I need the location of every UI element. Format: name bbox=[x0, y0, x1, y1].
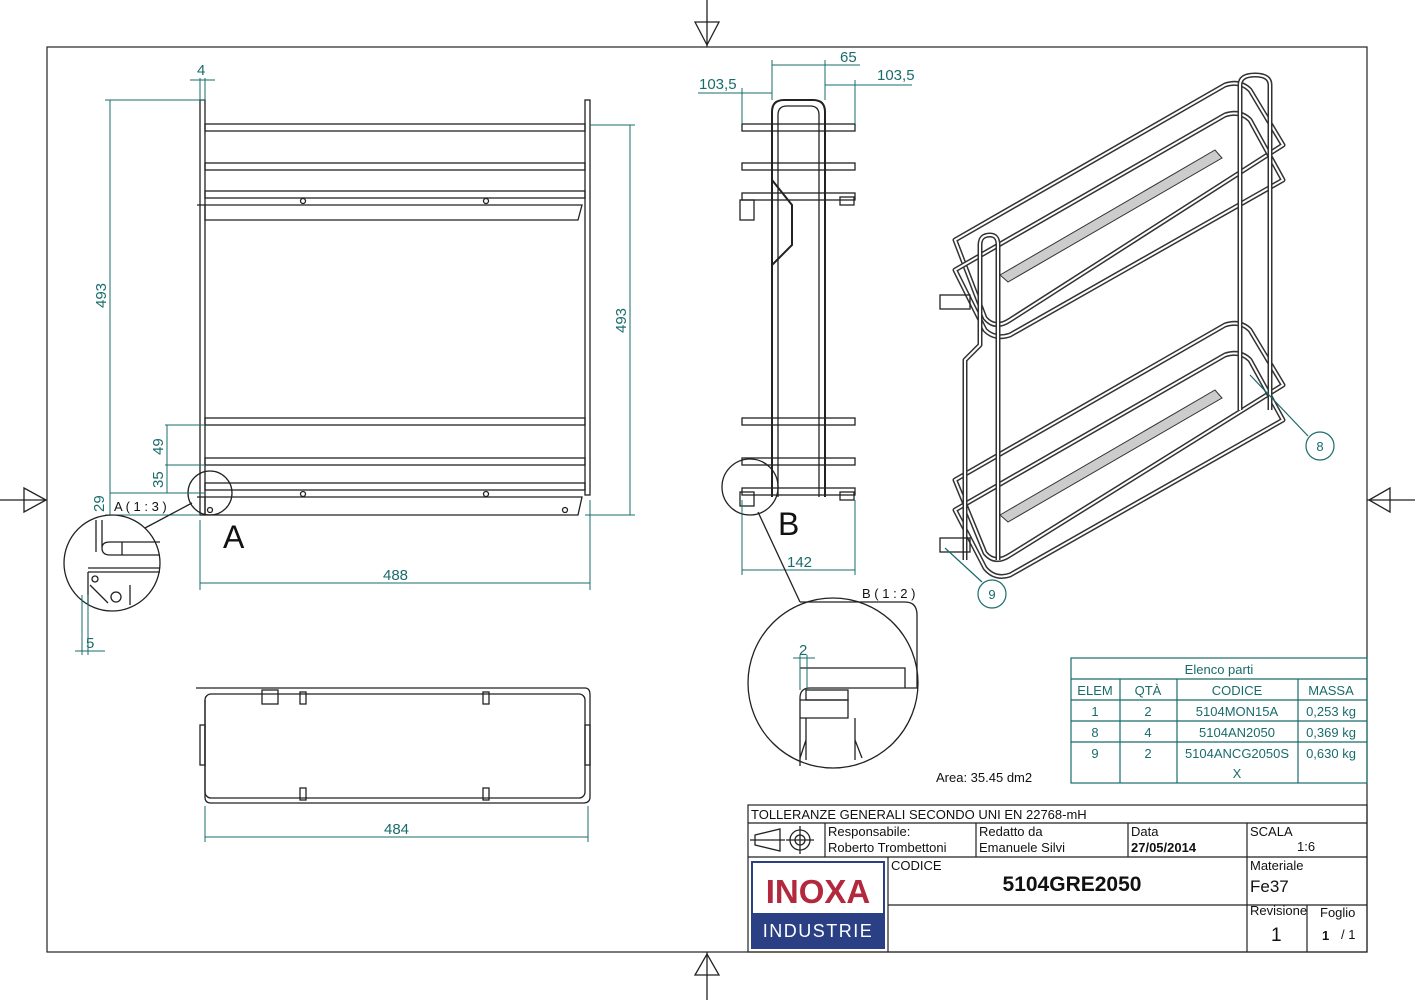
svg-text:5: 5 bbox=[86, 635, 94, 652]
uprights bbox=[939, 72, 1273, 560]
svg-text:35: 35 bbox=[150, 471, 167, 488]
svg-text:2: 2 bbox=[1144, 746, 1151, 761]
drawn-by: Emanuele Silvi bbox=[979, 840, 1065, 855]
svg-text:ELEM: ELEM bbox=[1077, 683, 1112, 698]
tolerances-note: TOLLERANZE GENERALI SECONDO UNI EN 22768… bbox=[751, 807, 1087, 822]
svg-text:142: 142 bbox=[787, 554, 812, 571]
sheet: 1 bbox=[1322, 928, 1329, 943]
svg-text:B ( 1 : 2 ): B ( 1 : 2 ) bbox=[862, 586, 915, 601]
svg-text:Foglio: Foglio bbox=[1320, 905, 1355, 920]
svg-text:4: 4 bbox=[1144, 725, 1151, 740]
svg-text:29: 29 bbox=[91, 495, 108, 512]
detail-a-label: A bbox=[223, 519, 245, 555]
revision: 1 bbox=[1271, 925, 1282, 946]
front-view-dimensions: 4 493 493 49 35 29 488 bbox=[91, 62, 635, 590]
svg-text:INDUSTRIE: INDUSTRIE bbox=[763, 921, 874, 941]
svg-text:Materiale: Materiale bbox=[1250, 858, 1303, 873]
drawing-code: 5104GRE2050 bbox=[1003, 873, 1142, 896]
responsible: Roberto Trombettoni bbox=[828, 840, 947, 855]
svg-text:INOXA: INOXA bbox=[766, 873, 871, 910]
detail-b-label: B bbox=[778, 506, 799, 542]
table-row: 8 4 5104AN2050 0,369 kg bbox=[1091, 725, 1356, 740]
lower-tray bbox=[952, 320, 1286, 579]
isometric-view: 8 9 bbox=[939, 72, 1335, 609]
upper-tray bbox=[952, 80, 1286, 340]
svg-text:493: 493 bbox=[93, 283, 110, 308]
svg-text:9: 9 bbox=[1091, 746, 1098, 761]
plan-view: 484 bbox=[196, 687, 591, 842]
svg-text:5104AN2050: 5104AN2050 bbox=[1199, 725, 1275, 740]
svg-text:493: 493 bbox=[613, 308, 630, 333]
svg-text:0,253 kg: 0,253 kg bbox=[1306, 704, 1356, 719]
svg-text:65: 65 bbox=[840, 49, 857, 66]
svg-text:488: 488 bbox=[383, 567, 408, 584]
parts-table: Elenco parti ELEM QTÀ CODICE MASSA 1 2 5… bbox=[1070, 657, 1368, 784]
svg-text:2: 2 bbox=[1144, 704, 1151, 719]
side-view-dimensions: 65 103,5 103,5 142 bbox=[698, 49, 915, 575]
side-view: B bbox=[721, 99, 856, 542]
scale: 1:6 bbox=[1297, 839, 1315, 854]
detail-b-circle bbox=[721, 458, 779, 516]
svg-text:103,5: 103,5 bbox=[877, 67, 915, 84]
svg-text:484: 484 bbox=[384, 821, 409, 838]
svg-text:1: 1 bbox=[1091, 704, 1098, 719]
inoxa-logo: INOXA INDUSTRIE bbox=[751, 861, 885, 949]
front-view: A bbox=[187, 99, 591, 555]
svg-text:CODICE: CODICE bbox=[1212, 683, 1263, 698]
svg-text:4: 4 bbox=[197, 62, 205, 79]
area-label: Area: 35.45 dm2 bbox=[936, 770, 1032, 785]
svg-text:103,5: 103,5 bbox=[699, 76, 737, 93]
svg-text:MASSA: MASSA bbox=[1308, 683, 1354, 698]
detail-b: B ( 1 : 2 ) 2 bbox=[747, 511, 919, 769]
svg-text:X: X bbox=[1233, 766, 1242, 781]
svg-text:5104ANCG2050S: 5104ANCG2050S bbox=[1185, 746, 1289, 761]
svg-text:8: 8 bbox=[1091, 725, 1098, 740]
svg-text:CODICE: CODICE bbox=[891, 858, 942, 873]
balloon-8: 8 bbox=[1249, 374, 1335, 461]
balloon-9: 9 bbox=[944, 547, 1007, 609]
svg-text:9: 9 bbox=[988, 587, 995, 602]
svg-text:49: 49 bbox=[150, 438, 167, 455]
svg-text:2: 2 bbox=[799, 642, 807, 659]
svg-text:5104MON15A: 5104MON15A bbox=[1196, 704, 1279, 719]
svg-text:A ( 1 : 3 ): A ( 1 : 3 ) bbox=[114, 499, 167, 514]
date: 27/05/2014 bbox=[1131, 840, 1197, 855]
svg-text:Redatto da: Redatto da bbox=[979, 824, 1043, 839]
svg-text:SCALA: SCALA bbox=[1250, 824, 1293, 839]
svg-text:Responsabile:: Responsabile: bbox=[828, 824, 910, 839]
svg-text:0,369 kg: 0,369 kg bbox=[1306, 725, 1356, 740]
table-row: 9 2 5104ANCG2050S X 0,630 kg bbox=[1091, 746, 1356, 781]
svg-text:Data: Data bbox=[1131, 824, 1159, 839]
detail-a: A ( 1 : 3 ) 5 bbox=[63, 499, 193, 655]
svg-text:0,630 kg: 0,630 kg bbox=[1306, 746, 1356, 761]
table-row: 1 2 5104MON15A 0,253 kg bbox=[1091, 704, 1356, 719]
svg-text:Revisione: Revisione bbox=[1250, 903, 1307, 918]
sheet-total: / 1 bbox=[1341, 927, 1355, 942]
svg-text:QTÀ: QTÀ bbox=[1135, 683, 1162, 698]
parts-table-title: Elenco parti bbox=[1185, 662, 1254, 677]
svg-text:8: 8 bbox=[1316, 439, 1323, 454]
material: Fe37 bbox=[1250, 877, 1289, 896]
title-block: TOLLERANZE GENERALI SECONDO UNI EN 22768… bbox=[747, 804, 1368, 953]
projection-symbol-icon bbox=[750, 826, 814, 854]
